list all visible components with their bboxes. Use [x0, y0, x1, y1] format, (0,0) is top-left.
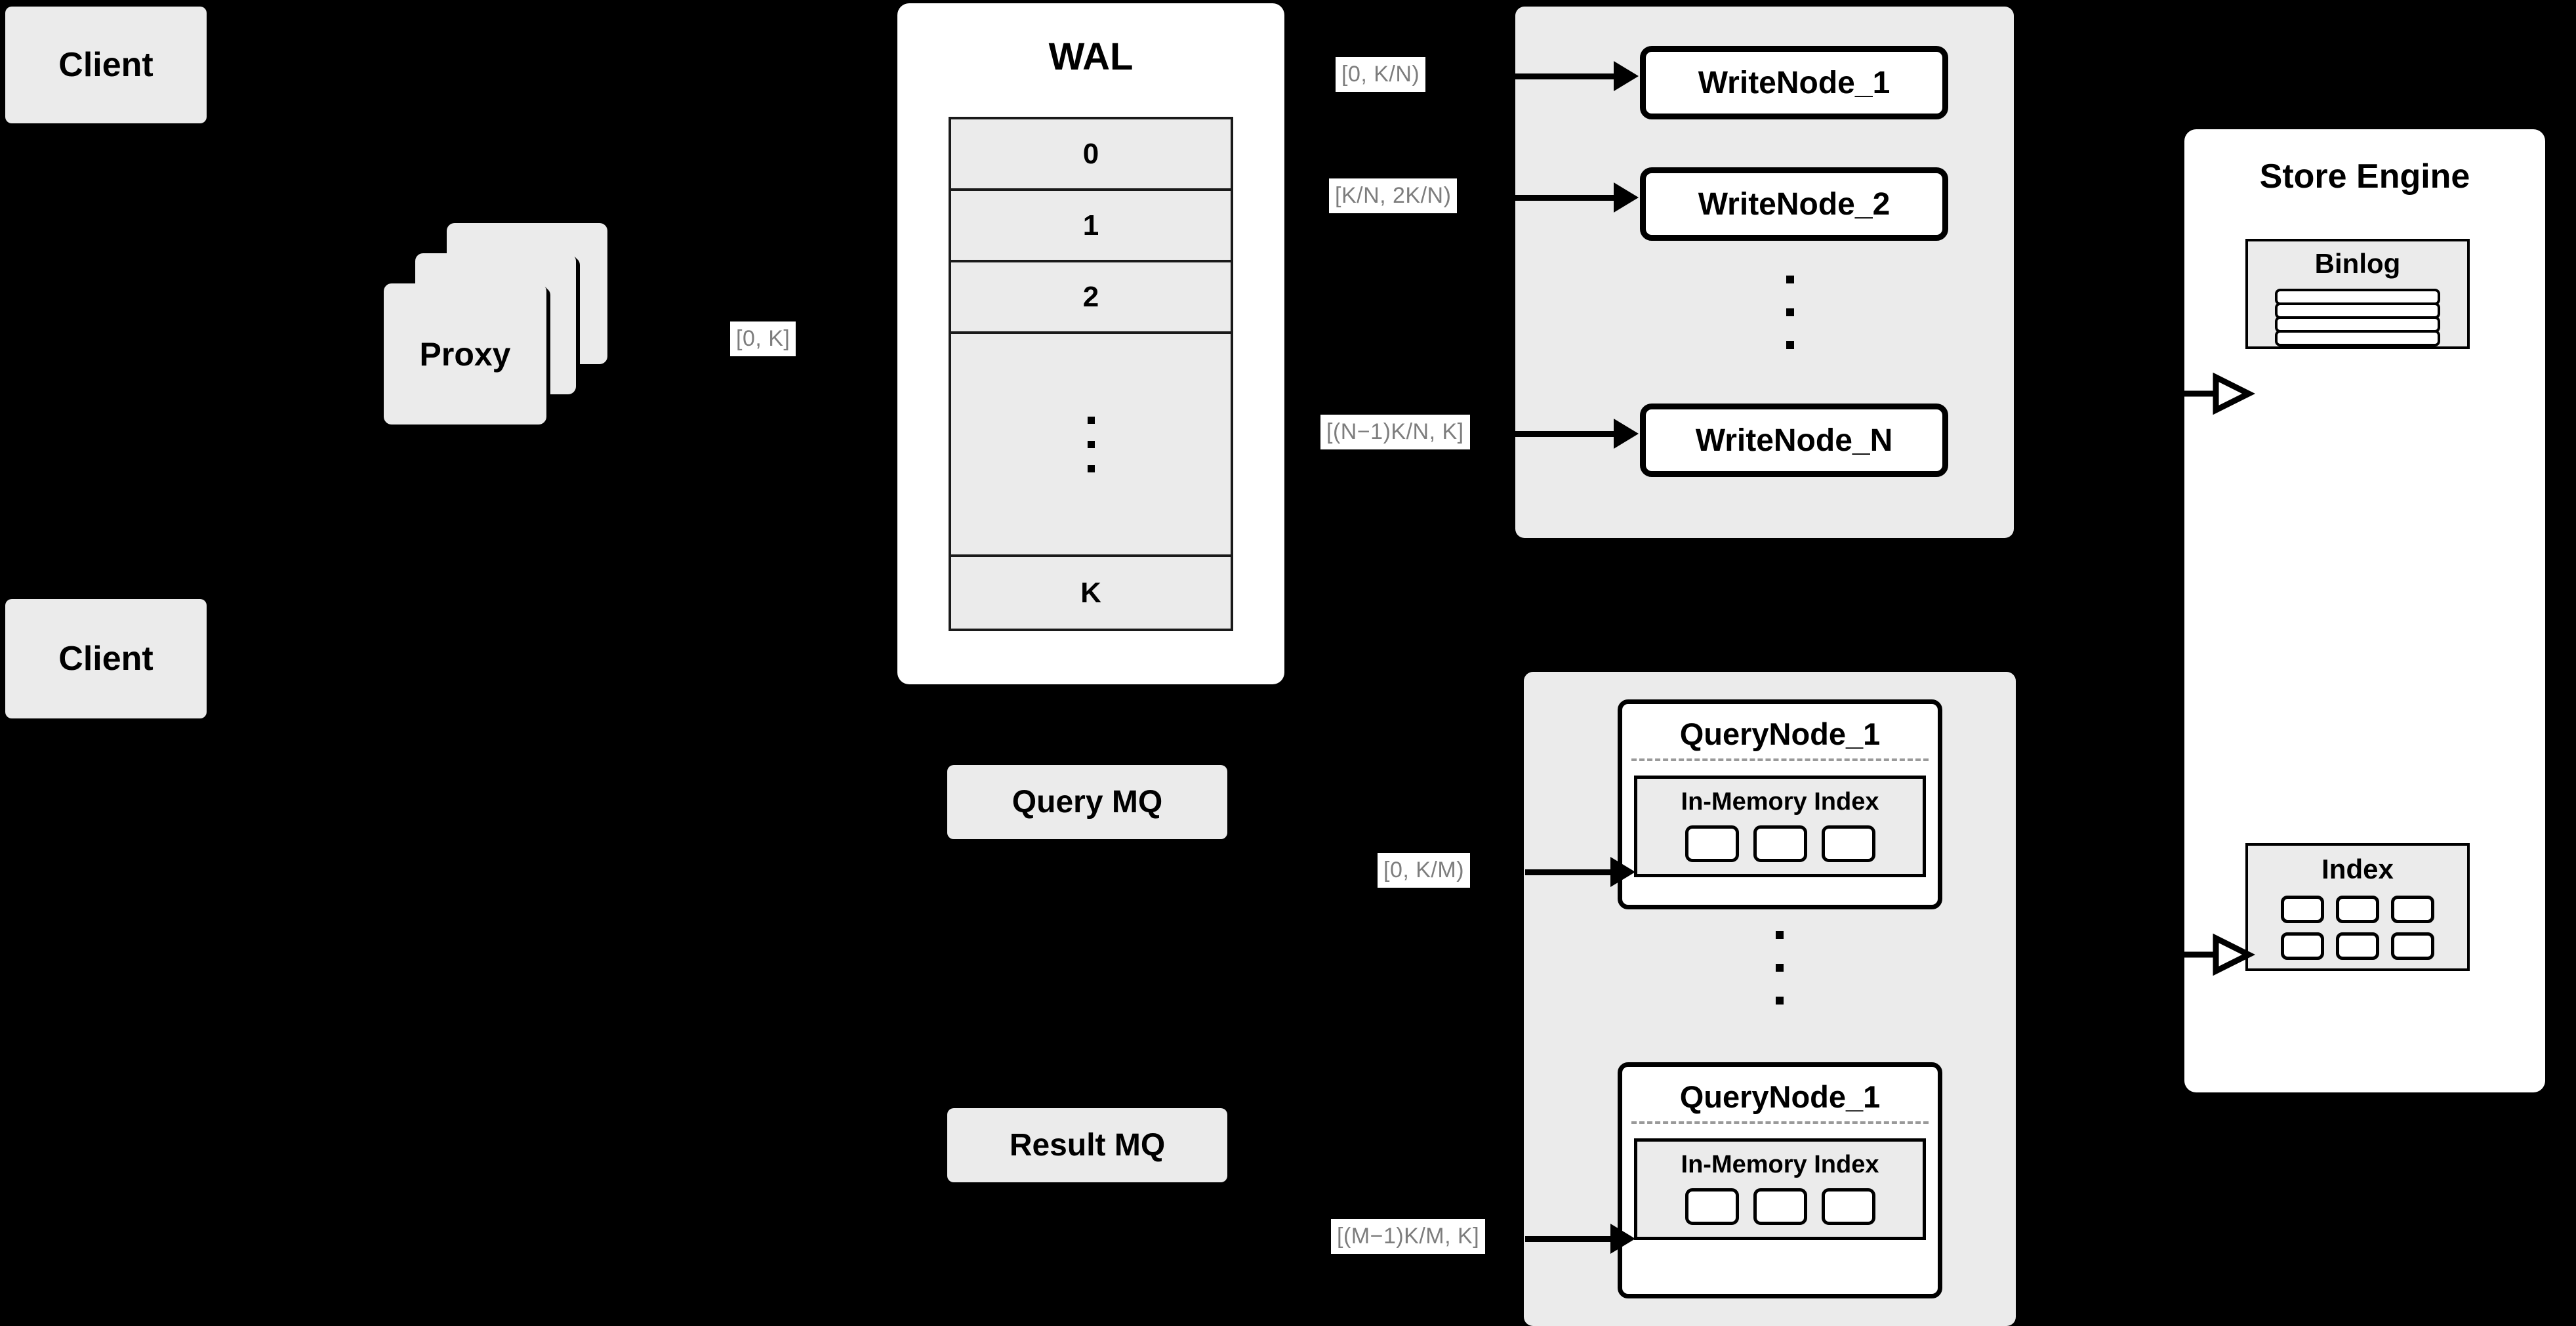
in-memory-index-1-cells: [1637, 825, 1923, 862]
index-box: Index: [2245, 843, 2470, 971]
ellipsis-dot: [1776, 964, 1784, 972]
index-cell: [2281, 896, 2324, 923]
arrow-line-to-write-node-1: [1515, 73, 1614, 79]
ellipsis-dot: [1776, 931, 1784, 939]
binlog-row-list: [2275, 289, 2440, 346]
write-node-2-label: WriteNode_2: [1698, 186, 1891, 222]
binlog-box: Binlog: [2245, 239, 2470, 349]
index-cell: [1685, 825, 1739, 862]
write-node-ellipsis: [1786, 276, 1794, 349]
in-memory-index-1: In-Memory Index: [1634, 776, 1926, 877]
index-title: Index: [2321, 854, 2394, 884]
query-node-2-label: QueryNode_1: [1679, 1079, 1881, 1114]
query-node-2[interactable]: QueryNode_1 In-Memory Index: [1618, 1062, 1942, 1298]
result-mq-box[interactable]: Result MQ: [947, 1108, 1227, 1182]
wal-row: 0: [951, 119, 1231, 191]
arrow-head-to-query-node-2: [1610, 1224, 1635, 1254]
binlog-row: [2275, 330, 2440, 346]
index-cell: [1753, 1188, 1807, 1225]
arrow-line-to-query-node-2: [1525, 1236, 1610, 1242]
write-node-2[interactable]: WriteNode_2: [1640, 167, 1948, 241]
in-memory-index-1-title: In-Memory Index: [1681, 788, 1879, 816]
wal-row: K: [1080, 576, 1101, 609]
index-cell: [2281, 932, 2324, 960]
query-mq-label: Query MQ: [1012, 785, 1163, 819]
wal-row: 2: [951, 262, 1231, 334]
wal-entry-list: 0 1 2 K: [949, 117, 1233, 631]
arrow-line-to-write-node-n: [1515, 431, 1614, 437]
edge-label-query-node-1: [0, K/M): [1378, 853, 1471, 888]
index-cell: [1821, 825, 1875, 862]
ellipsis-dot: [1087, 465, 1095, 472]
index-cell: [1685, 1188, 1739, 1225]
client-label-2: Client: [58, 640, 153, 678]
arrow-to-binlog: [2178, 372, 2256, 415]
in-memory-index-2-cells: [1637, 1188, 1923, 1225]
write-node-cluster: WriteNode_1 WriteNode_2 WriteNode_N: [1515, 7, 2014, 538]
edge-label-query-node-2: [(M−1)K/M, K]: [1331, 1219, 1486, 1254]
index-cell-grid: [2248, 896, 2467, 960]
query-node-1[interactable]: QueryNode_1 In-Memory Index: [1618, 699, 1942, 909]
arrow-head-to-write-node-n: [1614, 419, 1639, 449]
index-cell: [2391, 932, 2434, 960]
write-node-1[interactable]: WriteNode_1: [1640, 46, 1948, 119]
client-box-2[interactable]: Client: [5, 599, 207, 718]
wal-row-ellipsis: [951, 334, 1231, 557]
proxy-label: Proxy: [419, 335, 511, 373]
edge-label-write-node-2: [K/N, 2K/N): [1329, 178, 1458, 213]
ellipsis-dot: [1786, 308, 1794, 316]
client-box-1[interactable]: Client: [5, 7, 207, 123]
proxy-card-front[interactable]: Proxy: [384, 283, 546, 425]
ellipsis-dot: [1786, 276, 1794, 283]
arrow-line-to-query-node-1: [1525, 869, 1610, 875]
index-cell: [2391, 896, 2434, 923]
edge-label-write-node-1: [0, K/N): [1336, 57, 1426, 92]
ellipsis-dot: [1087, 440, 1095, 448]
client-label-1: Client: [58, 46, 153, 84]
query-node-ellipsis: [1776, 931, 1784, 1005]
query-mq-box[interactable]: Query MQ: [947, 765, 1227, 839]
write-node-n-label: WriteNode_N: [1695, 423, 1893, 458]
arrow-head-to-write-node-1: [1614, 61, 1639, 91]
arrow-to-index: [2178, 933, 2256, 976]
ellipsis-dot: [1776, 997, 1784, 1005]
index-cell: [2336, 932, 2379, 960]
binlog-title: Binlog: [2314, 248, 2401, 279]
wal-panel: WAL 0 1 2 K: [897, 3, 1284, 684]
index-cell: [1753, 825, 1807, 862]
edge-label-proxy-to-wal: [0, K]: [730, 321, 796, 356]
query-node-cluster: QueryNode_1 In-Memory Index QueryNode_1 …: [1524, 672, 2016, 1326]
arrow-head-to-write-node-2: [1614, 182, 1639, 213]
arrow-head-to-query-node-1: [1610, 857, 1635, 887]
in-memory-index-2: In-Memory Index: [1634, 1138, 1926, 1240]
wal-title: WAL: [1048, 35, 1134, 78]
arrow-line-to-write-node-2: [1515, 195, 1614, 201]
in-memory-index-2-title: In-Memory Index: [1681, 1151, 1879, 1178]
result-mq-label: Result MQ: [1009, 1128, 1166, 1163]
ellipsis-dot: [1786, 341, 1794, 349]
edge-label-write-node-n: [(N−1)K/N, K]: [1320, 415, 1470, 449]
query-node-1-label: QueryNode_1: [1679, 716, 1881, 751]
write-node-n[interactable]: WriteNode_N: [1640, 404, 1948, 477]
store-engine-title: Store Engine: [2259, 157, 2470, 196]
store-engine-panel: Store Engine Binlog Index: [2184, 129, 2545, 1092]
write-node-1-label: WriteNode_1: [1698, 65, 1891, 100]
query-node-2-separator: [1631, 1121, 1929, 1124]
wal-row: 1: [951, 191, 1231, 262]
index-cell: [2336, 896, 2379, 923]
query-node-1-separator: [1631, 758, 1929, 761]
index-cell: [1821, 1188, 1875, 1225]
proxy-stack[interactable]: Proxy: [384, 223, 685, 425]
ellipsis-dot: [1087, 416, 1095, 424]
binlog-row: [2275, 316, 2440, 333]
